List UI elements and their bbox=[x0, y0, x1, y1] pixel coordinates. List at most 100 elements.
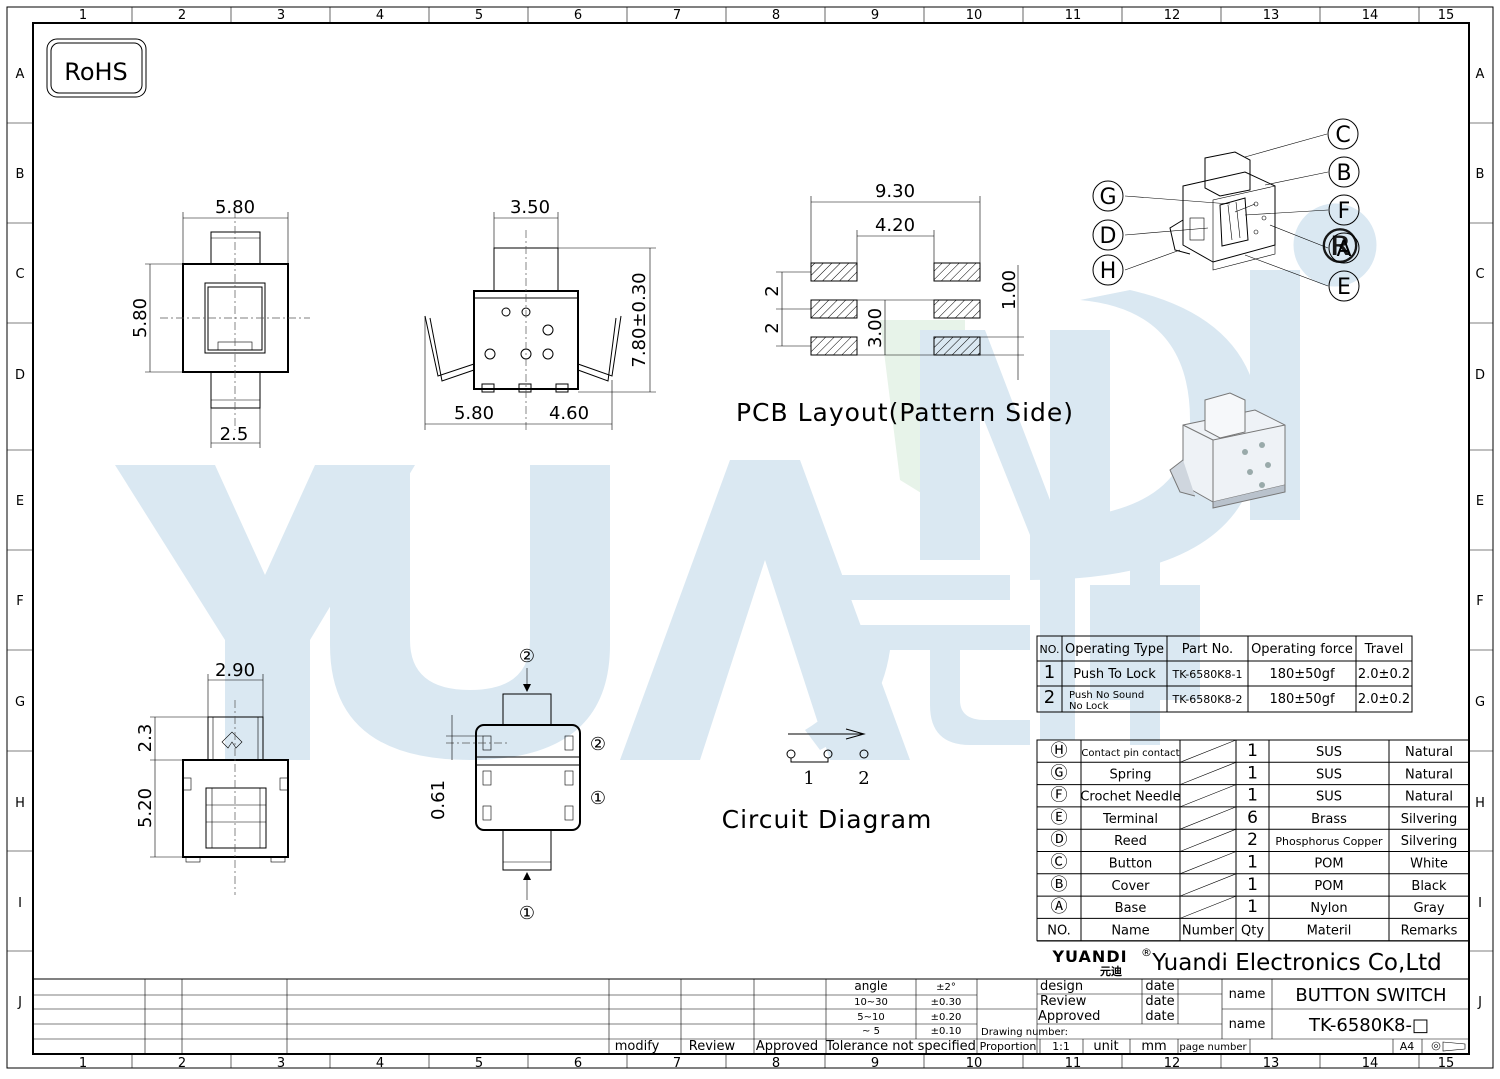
company-name: Yuandi Electronics Co,Ltd bbox=[1151, 950, 1442, 976]
bom-cell: Phosphorus Copper bbox=[1275, 835, 1383, 848]
approved-label: Approved bbox=[756, 1039, 818, 1054]
rohs-mark: RoHS bbox=[46, 38, 147, 98]
callout-circle bbox=[1328, 194, 1360, 226]
column-label-bottom: 3 bbox=[277, 1056, 285, 1071]
bom-cell: Natural bbox=[1405, 790, 1453, 805]
bom-cell: 1 bbox=[1247, 875, 1258, 895]
bom-cell: Reed bbox=[1114, 834, 1147, 849]
name-label-2: name bbox=[1229, 1017, 1266, 1032]
bom-cell: Gray bbox=[1413, 901, 1444, 916]
op-table-cell: Push No Sound bbox=[1069, 690, 1144, 701]
callout-label-a: A bbox=[1336, 237, 1351, 262]
circuit-diagram: 1 2 Circuit Diagram bbox=[722, 728, 933, 834]
top-stem-dim: 2.5 bbox=[220, 424, 249, 445]
column-label-top: 11 bbox=[1065, 8, 1082, 23]
column-label-bottom: 10 bbox=[966, 1056, 983, 1071]
column-label-top: 14 bbox=[1362, 8, 1379, 23]
bom-cell: Nylon bbox=[1310, 901, 1347, 916]
top-height-dim: 5.80 bbox=[130, 298, 151, 338]
row-label-right: I bbox=[1478, 896, 1482, 911]
pcb-inner-dim: 4.20 bbox=[875, 215, 915, 236]
column-label-top: 3 bbox=[277, 8, 285, 23]
tolerance-value: ±0.30 bbox=[931, 997, 962, 1008]
pcb-layout: 9.30 4.20 2 2 3.00 1.00 PCB Layout(Patte… bbox=[736, 181, 1073, 427]
callout-circle bbox=[1092, 180, 1124, 212]
callout-label-c: C bbox=[1335, 123, 1350, 148]
bom-cell: Spring bbox=[1110, 767, 1152, 782]
bom-cell: Ⓒ bbox=[1051, 853, 1068, 873]
row-label-right: H bbox=[1475, 796, 1485, 811]
date-1: date bbox=[1145, 979, 1174, 994]
bom-cell: Brass bbox=[1311, 812, 1347, 827]
bom-header: Number bbox=[1182, 923, 1235, 938]
front-width-dim: 2.90 bbox=[215, 660, 255, 681]
row-label-left: C bbox=[15, 267, 24, 282]
callout-circle bbox=[1327, 118, 1359, 150]
op-table-cell: Push To Lock bbox=[1073, 667, 1156, 682]
bom-header: Name bbox=[1111, 923, 1149, 938]
front-h2-dim: 5.20 bbox=[135, 788, 156, 828]
bom-cell: Ⓖ bbox=[1051, 763, 1068, 783]
column-label-bottom: 1 bbox=[79, 1056, 87, 1071]
bom-cell: Crochet Needle bbox=[1080, 790, 1180, 805]
bom-cell: 1 bbox=[1247, 763, 1258, 783]
bom-cell: Base bbox=[1115, 901, 1147, 916]
pin-1-side: ① bbox=[590, 788, 606, 809]
pcb-pitch2-dim: 2 bbox=[762, 322, 783, 333]
bom-cell: Ⓕ bbox=[1051, 786, 1068, 806]
op-table-cell: 180±50gf bbox=[1269, 667, 1334, 682]
bom-cell: Ⓐ bbox=[1051, 897, 1068, 917]
name-label-1: name bbox=[1229, 987, 1266, 1002]
bom-cell: POM bbox=[1314, 879, 1343, 894]
row-label-left: E bbox=[16, 494, 24, 509]
side-right-dim: 4.60 bbox=[549, 403, 589, 424]
product-code: TK-6580K8-□ bbox=[1308, 1015, 1429, 1036]
approved-row-label: Approved bbox=[1038, 1009, 1100, 1024]
row-label-right: A bbox=[1476, 67, 1485, 82]
row-label-left: H bbox=[15, 796, 25, 811]
bom-cell: Silvering bbox=[1401, 834, 1458, 849]
op-table-header: Operating force bbox=[1251, 642, 1353, 657]
op-table-cell: 1 bbox=[1044, 662, 1055, 683]
callout-circle bbox=[1328, 156, 1360, 188]
callout-label-g: G bbox=[1099, 185, 1116, 210]
circuit-node-1: 1 bbox=[803, 768, 814, 789]
bom-cell: 1 bbox=[1247, 786, 1258, 806]
op-table-header: Part No. bbox=[1182, 642, 1233, 657]
op-table-header: Travel bbox=[1364, 642, 1404, 657]
pin-1-bottom: ① bbox=[519, 903, 535, 924]
tolerance-range: ~ 5 bbox=[862, 1026, 880, 1037]
column-label-top: 15 bbox=[1438, 8, 1455, 23]
pin-2-side: ② bbox=[590, 734, 606, 755]
callout-circle bbox=[1092, 254, 1124, 286]
bom-cell: Silvering bbox=[1401, 812, 1458, 827]
tolerance-value: ±2° bbox=[936, 982, 956, 993]
side-left-dim: 5.80 bbox=[454, 403, 494, 424]
pcb-total-dim: 9.30 bbox=[875, 181, 915, 202]
column-label-top: 1 bbox=[79, 8, 87, 23]
modify-label: modify bbox=[615, 1039, 660, 1054]
column-label-bottom: 6 bbox=[574, 1056, 582, 1071]
logo-reg: ® bbox=[1141, 946, 1152, 959]
logo-text: YUANDI bbox=[1051, 947, 1127, 966]
projection-symbol-icon bbox=[1431, 1041, 1466, 1052]
date-3: date bbox=[1145, 1009, 1174, 1024]
op-table-cell: 180±50gf bbox=[1269, 692, 1334, 707]
callout-label-f: F bbox=[1338, 199, 1351, 224]
op-table-cell: TK-6580K8-1 bbox=[1172, 668, 1243, 681]
row-label-left: B bbox=[16, 167, 25, 182]
border-column-marks: 1122334455667788991010111112121313141415… bbox=[79, 7, 1454, 1071]
bom-header: NO. bbox=[1047, 923, 1071, 938]
bom-cell: 6 bbox=[1247, 808, 1258, 828]
column-label-bottom: 14 bbox=[1362, 1056, 1379, 1071]
row-label-right: F bbox=[1476, 594, 1483, 609]
circuit-node-2: 2 bbox=[858, 768, 869, 789]
circuit-caption: Circuit Diagram bbox=[722, 805, 933, 834]
column-label-bottom: 15 bbox=[1438, 1056, 1455, 1071]
bom-cell: SUS bbox=[1316, 745, 1342, 760]
bom-cell: Black bbox=[1411, 879, 1447, 894]
column-label-top: 5 bbox=[475, 8, 483, 23]
op-table-cell: No Lock bbox=[1069, 701, 1109, 712]
